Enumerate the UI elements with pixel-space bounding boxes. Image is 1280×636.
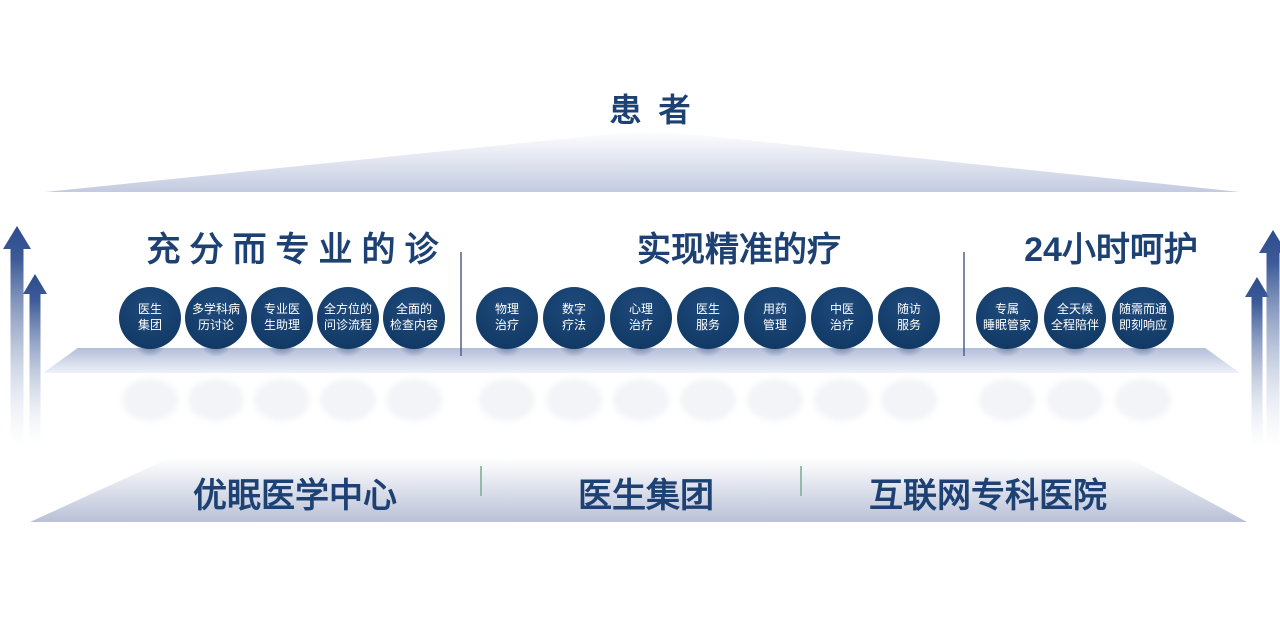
circle-reflection [546,379,602,421]
section-header-care: 24小时呵护 [1024,231,1198,269]
circle-shadow [130,345,170,361]
base-divider [480,466,482,496]
circle-row-treatment: 物理治疗数字疗法心理治疗医生服务用药管理中医治疗随访服务 [476,287,940,421]
patient-pyramid-shape [45,130,1240,192]
service-circle: 全天候全程陪伴 [1044,287,1106,421]
section-divider [460,252,462,356]
circle-reflection [680,379,736,421]
circle-row-care: 专属睡眠管家全天候全程陪伴随需而通即刻响应 [976,287,1174,421]
service-circle: 专属睡眠管家 [976,287,1038,421]
service-circle: 数字疗法 [543,287,605,421]
base-label-internet-hospital: 互联网专科医院 [869,477,1107,515]
service-circle: 全面的检查内容 [383,287,445,421]
service-circle: 中医治疗 [811,287,873,421]
section-header-diagnosis: 充分而专业的诊 [146,231,448,269]
circle-reflection [613,379,669,421]
circle-shadow [688,345,728,361]
circle-shadow [987,345,1027,361]
circle-reflection [881,379,937,421]
base-platform-shape [30,458,1247,522]
circle-reflection [254,379,310,421]
service-circle: 用药管理 [744,287,806,421]
circle-reflection [188,379,244,421]
circle-shadow [1123,345,1163,361]
page-title: 患 者 [609,92,695,128]
service-circle: 随需而通即刻响应 [1112,287,1174,421]
circle-shadow [755,345,795,361]
circle-shadow [196,345,236,361]
service-circle: 医生集团 [119,287,181,421]
service-circle: 随访服务 [878,287,940,421]
circle-reflection [320,379,376,421]
up-arrow-icon [1245,277,1269,447]
service-circle: 心理治疗 [610,287,672,421]
service-circle: 专业医生助理 [251,287,313,421]
section-divider [963,252,965,356]
circle-shadow [394,345,434,361]
circle-shadow [889,345,929,361]
base-divider [800,466,802,496]
circle-shadow [262,345,302,361]
circle-reflection [1047,379,1103,421]
circle-shadow [328,345,368,361]
up-arrow-icon [1259,230,1280,446]
circle-shadow [621,345,661,361]
base-label-doctor-group: 医生集团 [578,477,714,515]
circle-shadow [1055,345,1095,361]
circle-shadow [554,345,594,361]
circle-shadow [822,345,862,361]
circle-reflection [122,379,178,421]
circle-reflection [747,379,803,421]
service-circle: 全方位的问诊流程 [317,287,379,421]
base-label-sleep-center: 优眠医学中心 [193,477,397,515]
circle-row-diagnosis: 医生集团多学科病历讨论专业医生助理全方位的问诊流程全面的检查内容 [119,287,445,421]
up-arrow-icon [3,226,31,446]
circle-reflection [479,379,535,421]
circle-shadow [487,345,527,361]
circle-reflection [1115,379,1171,421]
up-arrow-icon [23,274,47,444]
service-circle: 医生服务 [677,287,739,421]
service-circle: 物理治疗 [476,287,538,421]
circle-reflection [979,379,1035,421]
circle-reflection [814,379,870,421]
circle-reflection [386,379,442,421]
service-circle: 多学科病历讨论 [185,287,247,421]
section-header-treatment: 实现精准的疗 [637,231,841,269]
